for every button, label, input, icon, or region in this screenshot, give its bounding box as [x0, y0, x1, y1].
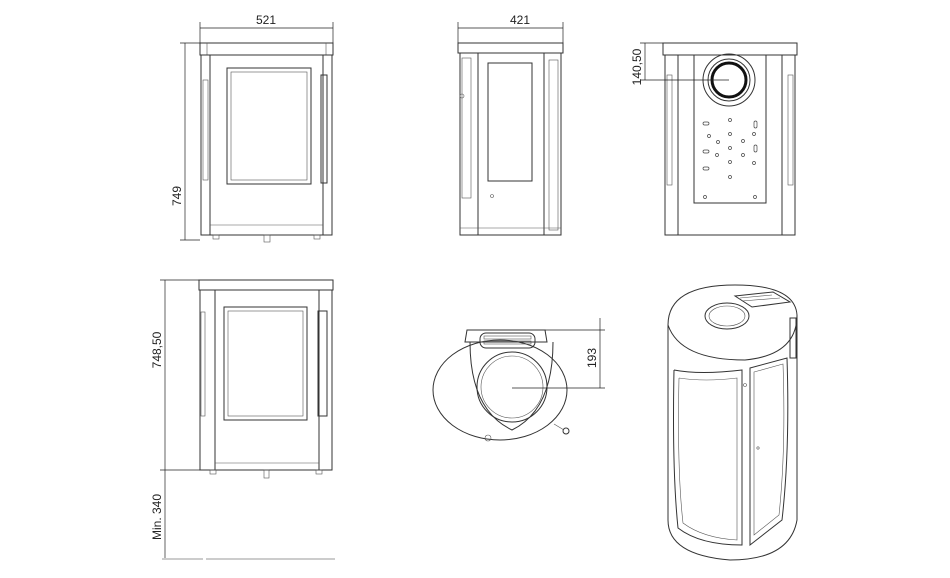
dim-front-height: 749: [170, 186, 184, 206]
dim-min-clearance: Min. 340: [150, 494, 164, 540]
side-view: [457, 42, 564, 236]
dim-side-depth: 421: [510, 13, 530, 27]
front-view: [199, 42, 334, 243]
front-width-dimension: 521: [199, 13, 334, 43]
dim-top-flue-offset: 193: [585, 348, 599, 368]
side-depth-dimension: 421: [457, 13, 564, 43]
front-height-dimension: 749: [170, 42, 200, 241]
top-view: [432, 329, 570, 442]
front-view-lower: [198, 279, 334, 479]
dim-front-width: 521: [256, 13, 276, 27]
min-clearance-dimension: Min. 340: [150, 470, 335, 560]
back-view: [662, 42, 798, 236]
perspective-view: [667, 284, 798, 561]
dim-front-lower-height: 748,50: [150, 331, 164, 368]
top-flue-offset-dimension: 193: [512, 318, 605, 389]
back-flue-height-dimension: 140,50: [630, 42, 729, 85]
dim-back-flue-height: 140,50: [630, 48, 644, 85]
front-lower-height-dimension: 748,50: [150, 279, 200, 471]
back-plate-holes: [702, 118, 758, 199]
